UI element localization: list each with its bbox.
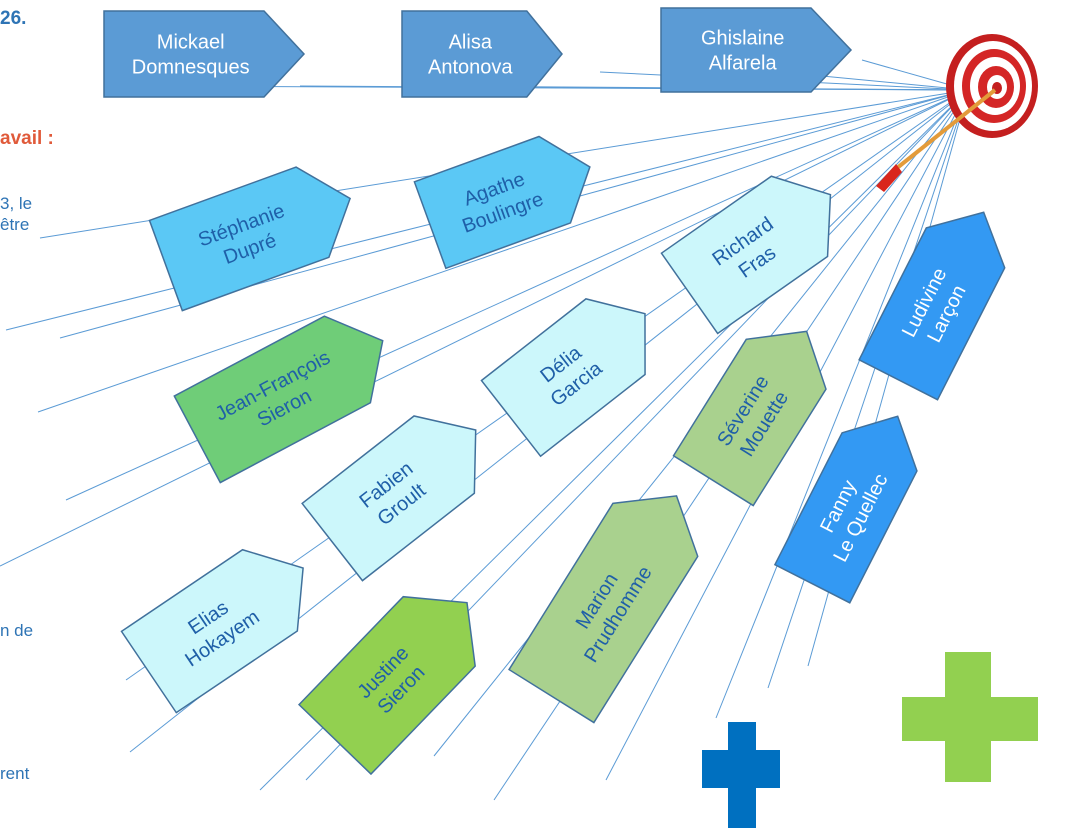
plus-green-horizontal — [902, 697, 1038, 741]
arrow-shape — [660, 7, 853, 93]
person-arrows: MickaelDomnesquesAlisaAntonovaGhislaineA… — [103, 7, 1006, 776]
arrow-shape — [297, 595, 476, 776]
text-fragment-line3: n de — [0, 621, 34, 640]
last-name-label: Alfarela — [709, 53, 778, 75]
first-name-label: Ghislaine — [701, 28, 784, 50]
arrow-shape — [148, 166, 352, 312]
dart-shaft — [890, 88, 997, 174]
first-name-label: Alisa — [449, 32, 493, 54]
dart-fletching — [876, 164, 902, 192]
plus-icon-green — [902, 652, 1038, 782]
arrow-shape — [173, 315, 384, 484]
arrow-shape — [103, 10, 306, 98]
arrow-shape — [480, 298, 646, 458]
arrow-shape — [773, 415, 918, 604]
plus-icon-blue — [702, 722, 780, 828]
connector-line — [37, 89, 969, 413]
last-name-label: Domnesques — [132, 57, 250, 79]
arrow-shape — [413, 135, 591, 270]
arrow-shape — [672, 330, 827, 507]
arrow-shape — [660, 175, 832, 335]
arrow-shape — [301, 415, 477, 582]
arrow-shape — [401, 10, 563, 98]
connector-line — [715, 89, 969, 719]
plus-blue-horizontal — [702, 750, 780, 788]
target-icon — [876, 34, 1038, 192]
connector-line — [0, 89, 969, 567]
arrow-shape — [120, 548, 304, 714]
text-fragment-line4: rent — [0, 764, 30, 783]
text-fragment-number: 26. — [0, 8, 27, 29]
last-name-label: Antonova — [428, 57, 513, 79]
text-fragment-heading: avail : — [0, 128, 54, 149]
arrow-shape — [508, 495, 699, 724]
connector-line — [767, 89, 969, 689]
first-name-label: Mickael — [157, 32, 225, 54]
arrow-shape — [858, 211, 1006, 401]
text-fragment-line2: être — [0, 215, 30, 234]
text-fragment-line1: 3, le — [0, 194, 33, 213]
